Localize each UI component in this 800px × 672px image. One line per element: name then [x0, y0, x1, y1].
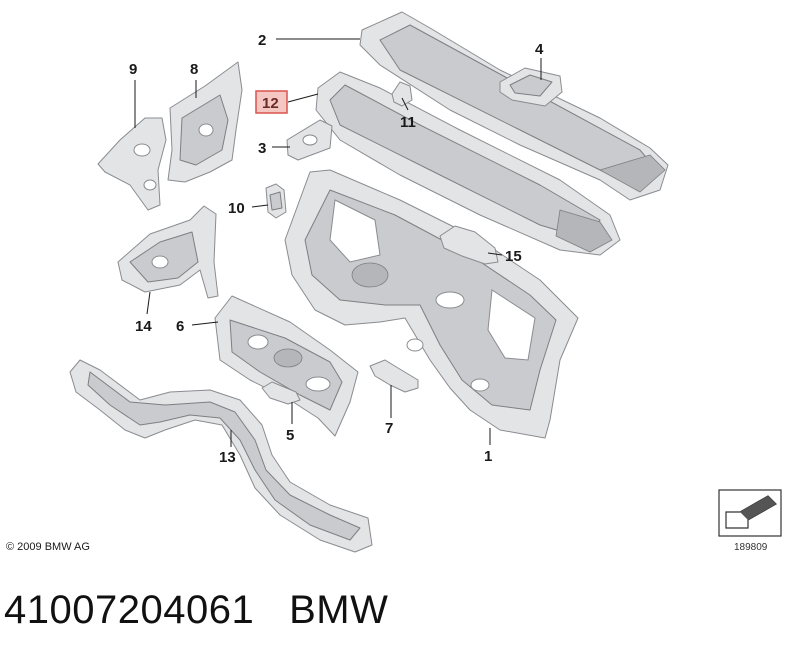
part-11-clip [391, 81, 413, 107]
callout-12: 12 [262, 95, 279, 112]
callout-6: 6 [176, 318, 184, 335]
callout-12-highlight [255, 90, 288, 114]
part-13-rail [69, 359, 373, 553]
callout-7: 7 [385, 420, 393, 437]
callout-15: 15 [505, 248, 522, 265]
callout-8: 8 [190, 61, 198, 78]
part-7-bracket [369, 359, 419, 393]
callout-2: 2 [258, 32, 266, 49]
part-number: 41007204061 [4, 588, 255, 632]
leader-14 [146, 291, 151, 315]
callout-9: 9 [129, 61, 137, 78]
reference-symbol-icon [718, 489, 782, 537]
part-2-cowl-panel [359, 11, 669, 201]
part-10-bracket [265, 183, 287, 219]
brand-name: BMW [289, 588, 389, 632]
leader-10 [251, 204, 269, 208]
part-4-bracket [499, 67, 563, 107]
part-number-line: 41007204061 BMW [4, 588, 388, 633]
leader-12 [287, 93, 319, 103]
leader-11 [401, 97, 409, 111]
callout-1: 1 [484, 448, 492, 465]
callout-14: 14 [135, 318, 152, 335]
part-9-panel [97, 117, 167, 211]
callout-5: 5 [286, 427, 294, 444]
callouts: 2 4 9 8 12 11 3 10 15 14 6 7 5 1 13 [129, 32, 544, 466]
part-5-clip [261, 381, 301, 405]
leader-6 [191, 321, 219, 326]
part-14-bracket [117, 205, 219, 299]
callout-11: 11 [400, 114, 416, 131]
part-3-plate [286, 119, 333, 161]
image-reference-number: 189809 [734, 542, 768, 553]
part-6-panel [214, 295, 359, 437]
leader-lines [134, 38, 542, 447]
callout-10: 10 [228, 200, 245, 217]
copyright-text: © 2009 BMW AG [6, 541, 90, 553]
part-1-bulkhead [284, 169, 579, 439]
leader-15 [487, 252, 503, 256]
part-12-plenum [315, 71, 621, 256]
callout-13: 13 [219, 449, 236, 466]
part-8-panel [167, 61, 243, 183]
callout-3: 3 [258, 140, 266, 157]
part-15-bracket [439, 225, 499, 265]
callout-4: 4 [535, 41, 544, 58]
